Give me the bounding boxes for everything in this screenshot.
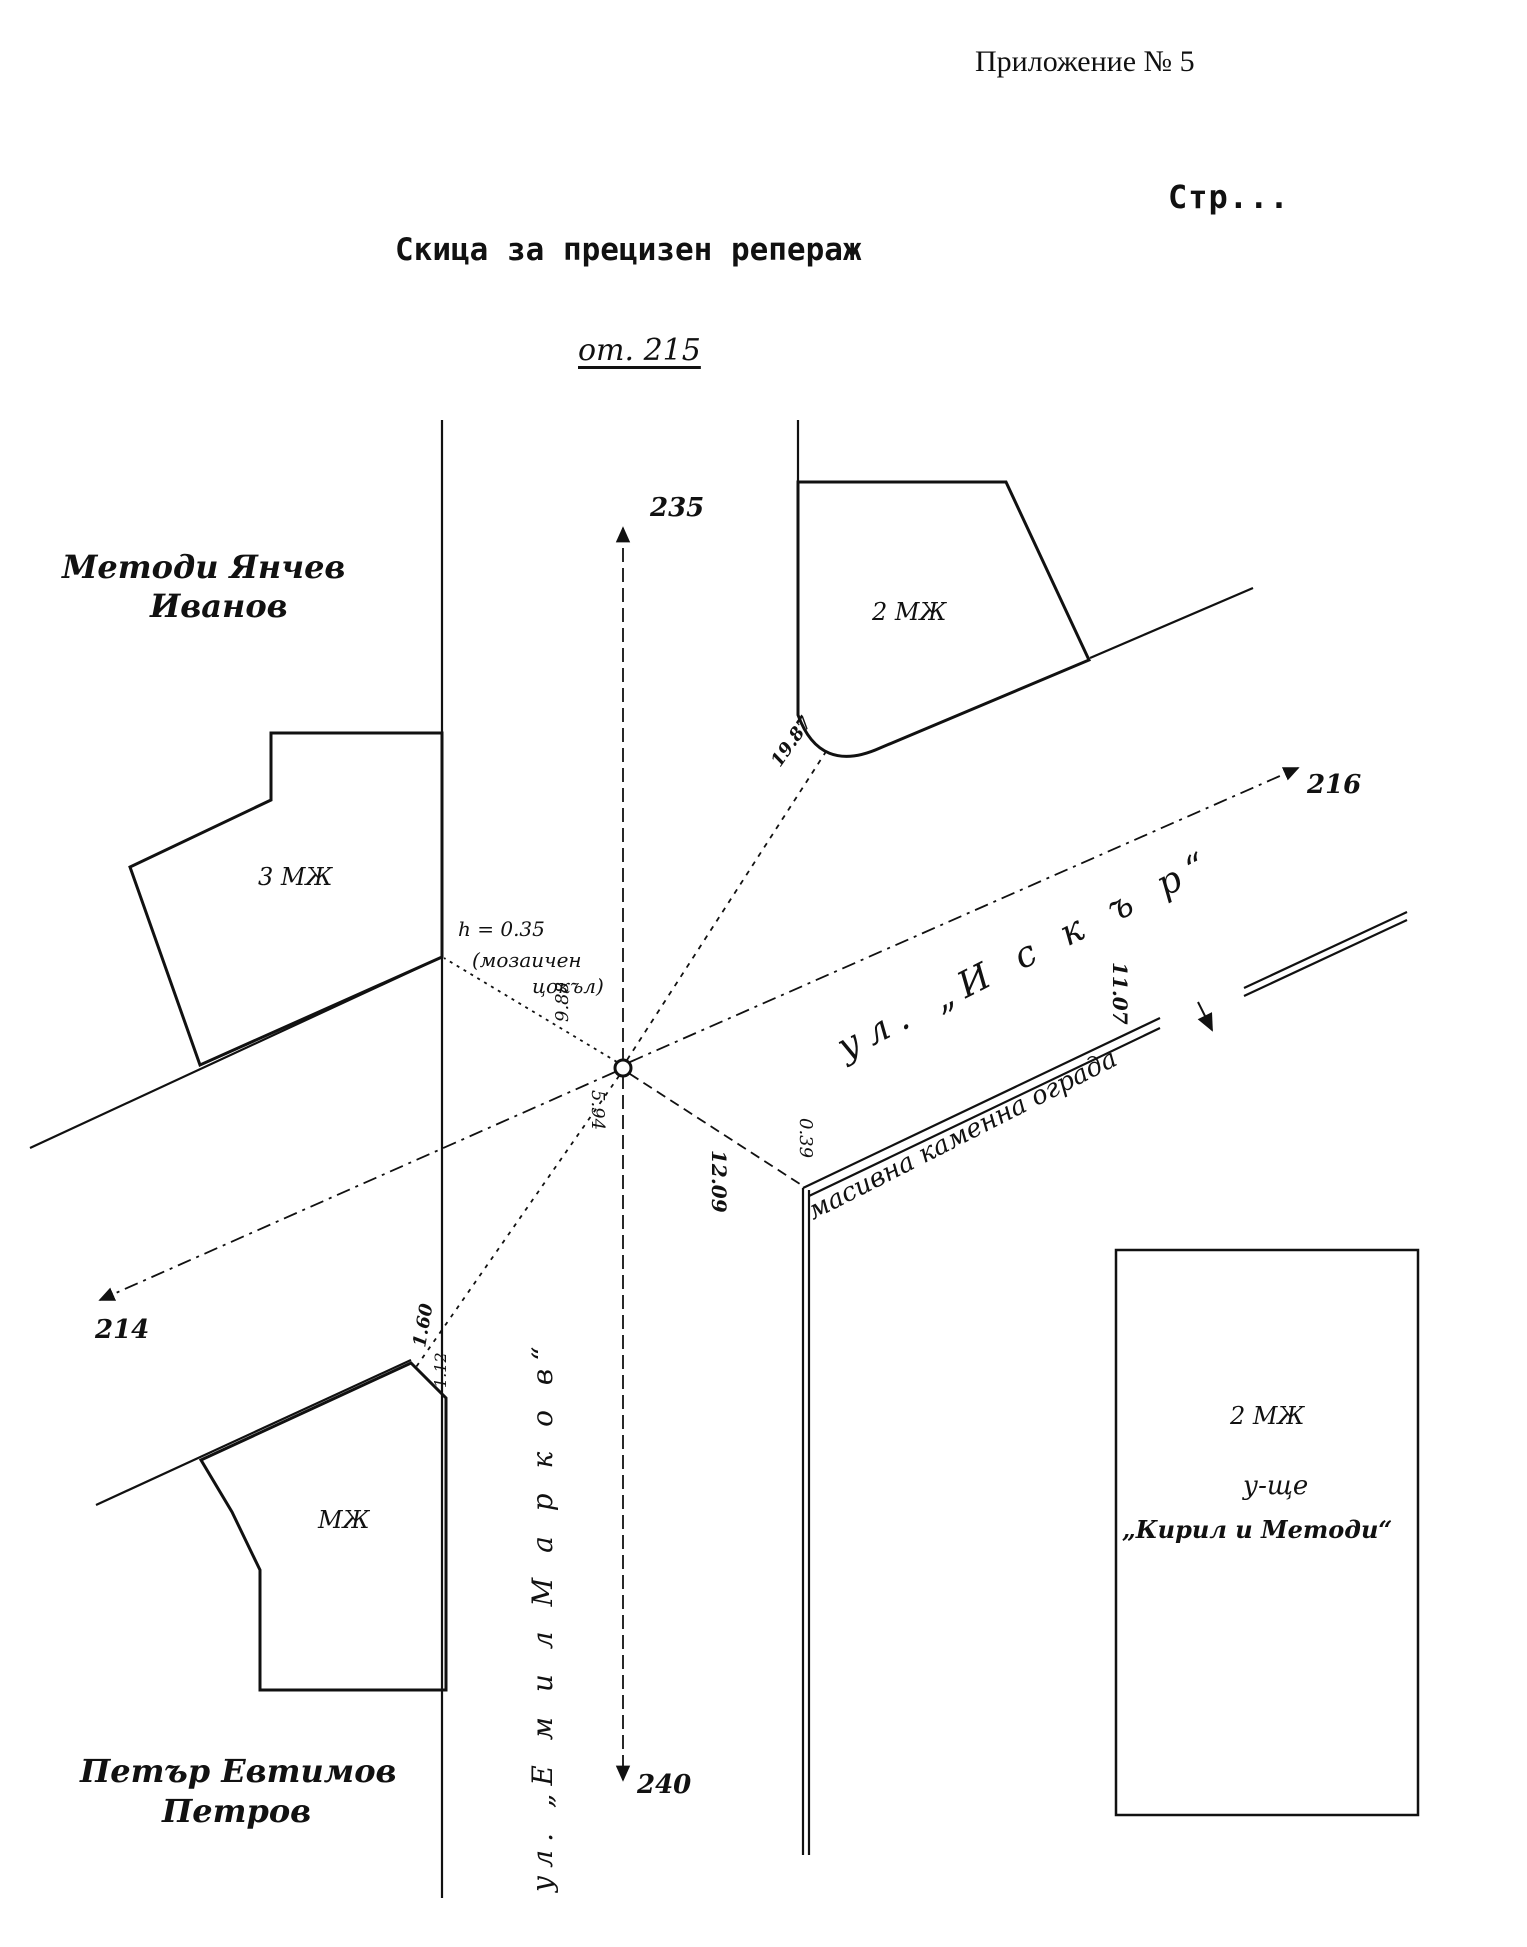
height-annotation: h = 0.35	[458, 917, 545, 941]
socle-annotation-line2: цокъл)	[532, 974, 604, 998]
axis-west	[98, 1071, 616, 1301]
stone-fence-diagonal-inner	[808, 1027, 1161, 1197]
street-emil: ул. „Е м и л М а р к о в“	[526, 1339, 559, 1894]
building-3mzh	[128, 731, 444, 1068]
building-label-b2: 3 МЖ	[258, 863, 333, 891]
owner2-line2: Петров	[161, 1792, 311, 1830]
wall-annotation: масивна каменна ограда	[803, 1044, 1122, 1227]
direction-lines	[98, 526, 1300, 1782]
measurement-m4: 12.09	[707, 1150, 731, 1213]
appendix-label: Приложение № 5	[975, 45, 1195, 78]
street-iskar: ул. „И с к ъ р“	[829, 841, 1223, 1069]
measurement-m7: 1.60	[409, 1302, 437, 1349]
tie-line-building-top	[626, 749, 828, 1061]
benchmark-point	[613, 1058, 633, 1078]
label-west: 214	[94, 1315, 149, 1345]
owner1-line1: Методи Янчев	[61, 548, 345, 586]
measurement-m2: 9.88	[552, 982, 573, 1022]
building-label-b4: 2 МЖ	[1229, 1402, 1305, 1430]
owner1-line2: Иванов	[149, 587, 288, 625]
axis-east	[629, 767, 1300, 1063]
stone-fence-diagonal	[802, 1017, 1161, 1189]
lower-left-street-edge	[95, 1359, 412, 1506]
building-school	[1114, 1248, 1420, 1817]
tie-line-building-3mzh	[443, 957, 618, 1063]
label-east: 216	[1306, 770, 1361, 800]
building-mzh-bottom	[198, 1361, 448, 1692]
measurement-m5: 0.39	[795, 1118, 816, 1158]
label-north: 235	[649, 493, 704, 523]
building-label-b4-line3: „Кирил и Методи“	[1122, 1515, 1392, 1544]
building-label-b4-line2: у-ще	[1242, 1471, 1308, 1501]
label-south: 240	[636, 1770, 691, 1800]
page-title: Скица за прецизен репераж	[395, 232, 862, 268]
fence-arrow	[1197, 1001, 1213, 1032]
page-number: Стр...	[1168, 178, 1290, 216]
point-label: от. 215	[578, 333, 701, 368]
socle-annotation-line1: (мозаичен	[472, 948, 582, 972]
iskar-street-upper-right-diagonal	[1089, 586, 1254, 660]
stone-fence-right-b	[1243, 919, 1408, 997]
measurement-m8: 1.12	[431, 1352, 450, 1388]
building-label-b1: 2 МЖ	[871, 598, 947, 626]
measurement-m6: 11.07	[1108, 962, 1132, 1025]
stone-fence-right-a	[1243, 911, 1408, 989]
measurement-m3: 5.94	[587, 1090, 608, 1130]
street-lines	[29, 420, 1408, 1898]
building-label-b3: МЖ	[317, 1506, 371, 1534]
building-2mzh-top	[796, 480, 1092, 758]
measurement-m1: 19.87	[767, 712, 817, 771]
owner2-line1: Петър Евтимов	[79, 1752, 397, 1790]
tie-line-fence-corner	[629, 1073, 804, 1187]
